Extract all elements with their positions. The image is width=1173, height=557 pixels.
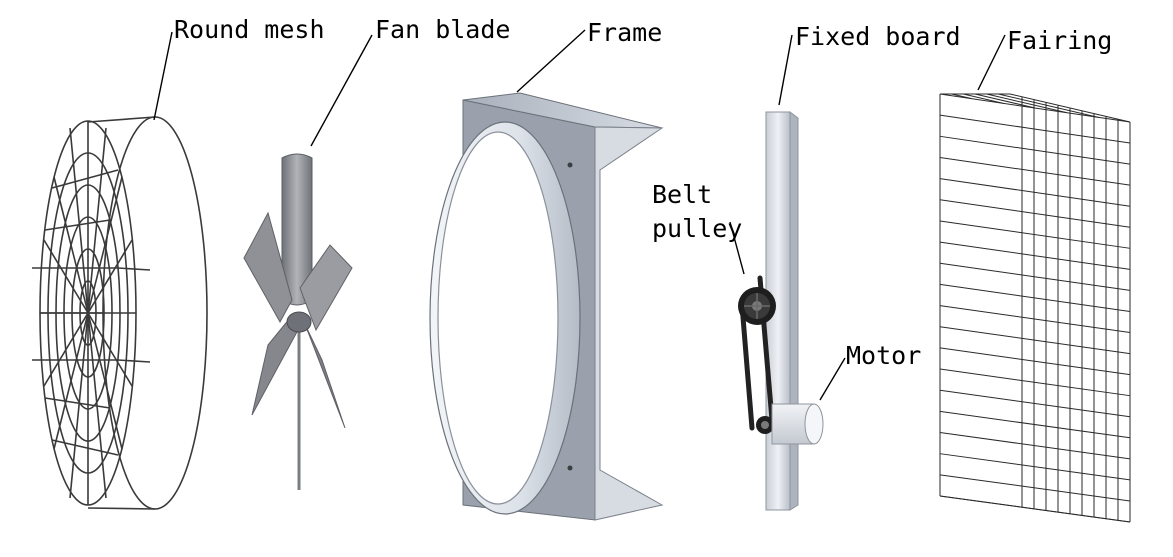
fairing-wire <box>939 368 1131 397</box>
fairing-wire <box>939 305 1131 334</box>
fairing-wire <box>963 93 1004 104</box>
fairing-wire <box>939 474 1131 502</box>
motor-leader <box>819 357 846 401</box>
fan-blade-label: Fan blade <box>375 15 510 44</box>
frame-leader <box>516 29 586 93</box>
fairing-wire <box>986 93 1067 114</box>
frame-label: Frame <box>587 18 662 47</box>
fairing-wire <box>939 178 1131 207</box>
fairing-label: Fairing <box>1007 26 1112 55</box>
fairing-wire <box>939 347 1131 376</box>
fairing-wire <box>939 199 1131 228</box>
leader-lines <box>153 29 1006 401</box>
fairing-wire <box>939 241 1131 270</box>
round-mesh-part <box>32 116 208 510</box>
fairing-wire <box>939 389 1131 418</box>
fan-blade-part <box>243 153 353 490</box>
fairing-wire <box>939 283 1131 312</box>
fairing-wire <box>939 135 1131 165</box>
belt-pulley-part <box>738 275 776 434</box>
fairing-wire <box>939 114 1131 144</box>
round-mesh-label: Round mesh <box>174 15 325 44</box>
motor-part <box>771 403 824 445</box>
fairing-wire <box>951 93 972 100</box>
fairing-wire <box>939 432 1131 460</box>
round-mesh-leader <box>153 31 173 121</box>
fairing-wire <box>939 262 1131 291</box>
fairing-wire <box>939 326 1131 355</box>
fairing-wire <box>939 220 1131 249</box>
belt-pulley-leader <box>729 221 745 275</box>
fixed-board-label: Fixed board <box>795 22 961 51</box>
fairing-wire <box>974 93 1036 109</box>
frame-part <box>429 92 664 521</box>
fairing-part <box>939 93 1131 523</box>
fairing-wire <box>939 453 1131 481</box>
motor-label: Motor <box>846 341 921 370</box>
fairing-wire <box>939 156 1131 186</box>
fairing-leader <box>977 34 1006 91</box>
fan-blade-leader <box>310 34 373 147</box>
fairing-wire <box>939 495 1131 523</box>
fixed-board-leader <box>778 34 793 106</box>
fairing-wire <box>998 93 1099 118</box>
belt-pulley-label-line1: Belt <box>652 180 712 209</box>
fairing-wire <box>939 410 1131 439</box>
belt-pulley-label-line2: pulley <box>652 214 742 243</box>
